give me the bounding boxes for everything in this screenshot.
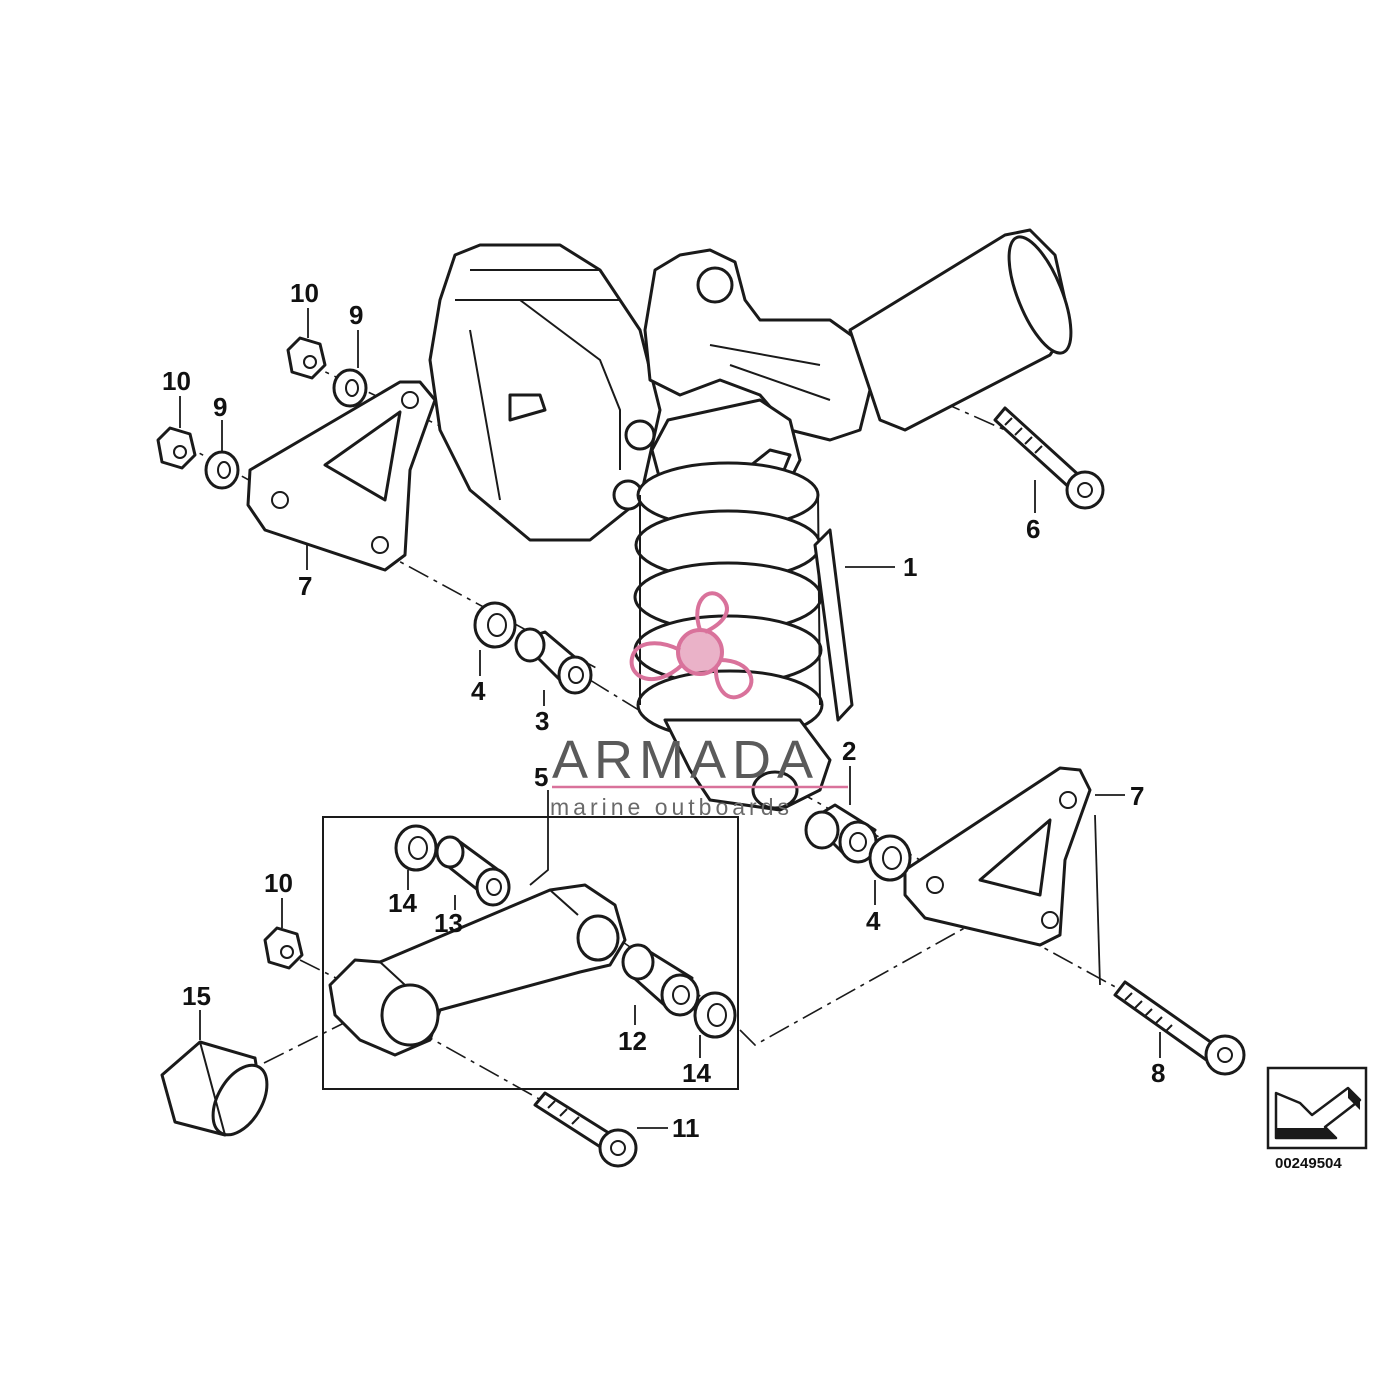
watermark-logo <box>629 591 754 700</box>
callout-14-lower: 14 <box>682 1058 711 1088</box>
watermark-title: ARMADA <box>552 730 819 790</box>
shock-absorber <box>428 228 1073 812</box>
bushing <box>160 1040 269 1137</box>
callout-7-left: 7 <box>298 571 312 601</box>
callout-9-middle: 9 <box>213 392 227 422</box>
callout-11: 11 <box>672 1113 700 1143</box>
washer-4-upper <box>473 601 517 649</box>
watermark-subtitle: marine outboards <box>550 794 793 820</box>
callout-4-lower: 4 <box>866 906 881 936</box>
sleeve-12 <box>621 943 700 1017</box>
callout-10-upper: 10 <box>290 278 319 308</box>
callout-10-lower: 10 <box>264 868 293 898</box>
sleeve-3 <box>514 627 593 695</box>
bolt-upper <box>993 406 1105 510</box>
callout-3: 3 <box>535 706 549 736</box>
bolt-linkage <box>533 1091 638 1168</box>
nut-lower <box>263 926 304 970</box>
callout-13: 13 <box>434 908 463 938</box>
callout-8: 8 <box>1151 1058 1165 1088</box>
reference-number: 00249504 <box>1275 1155 1342 1172</box>
washer-middle <box>204 450 240 490</box>
callout-12: 12 <box>618 1026 647 1056</box>
bolt-lower <box>1113 980 1246 1076</box>
washer-4-lower <box>868 834 912 882</box>
sleeve-13 <box>435 835 511 907</box>
mounting-plate-right <box>903 766 1092 947</box>
callout-10-middle: 10 <box>162 366 191 396</box>
callout-9-upper: 9 <box>349 300 363 330</box>
watermark: ARMADA marine outboards <box>550 591 848 820</box>
washer-14-upper <box>394 824 438 872</box>
nut-upper <box>286 336 327 380</box>
leader-lines <box>179 308 1161 1129</box>
callout-7-right: 7 <box>1130 781 1144 811</box>
callout-1: 1 <box>903 552 917 582</box>
sleeve-2 <box>804 803 878 864</box>
callout-15: 15 <box>182 981 211 1011</box>
washer-upper <box>332 368 368 408</box>
callout-14-upper: 14 <box>388 888 417 918</box>
callout-5: 5 <box>534 762 548 792</box>
callout-6: 6 <box>1026 514 1040 544</box>
direction-arrow-icon <box>1266 1066 1368 1150</box>
linkage-lever <box>328 883 627 1057</box>
mounting-plate-left <box>246 380 437 572</box>
callout-4-upper: 4 <box>471 676 486 706</box>
washer-14-lower <box>693 991 737 1039</box>
kit-frame <box>322 816 739 1090</box>
callout-labels: 1 2 3 4 4 5 6 7 7 8 9 9 10 10 10 11 12 1… <box>162 278 1165 1143</box>
nut-middle <box>156 426 197 470</box>
callout-2: 2 <box>842 736 856 766</box>
